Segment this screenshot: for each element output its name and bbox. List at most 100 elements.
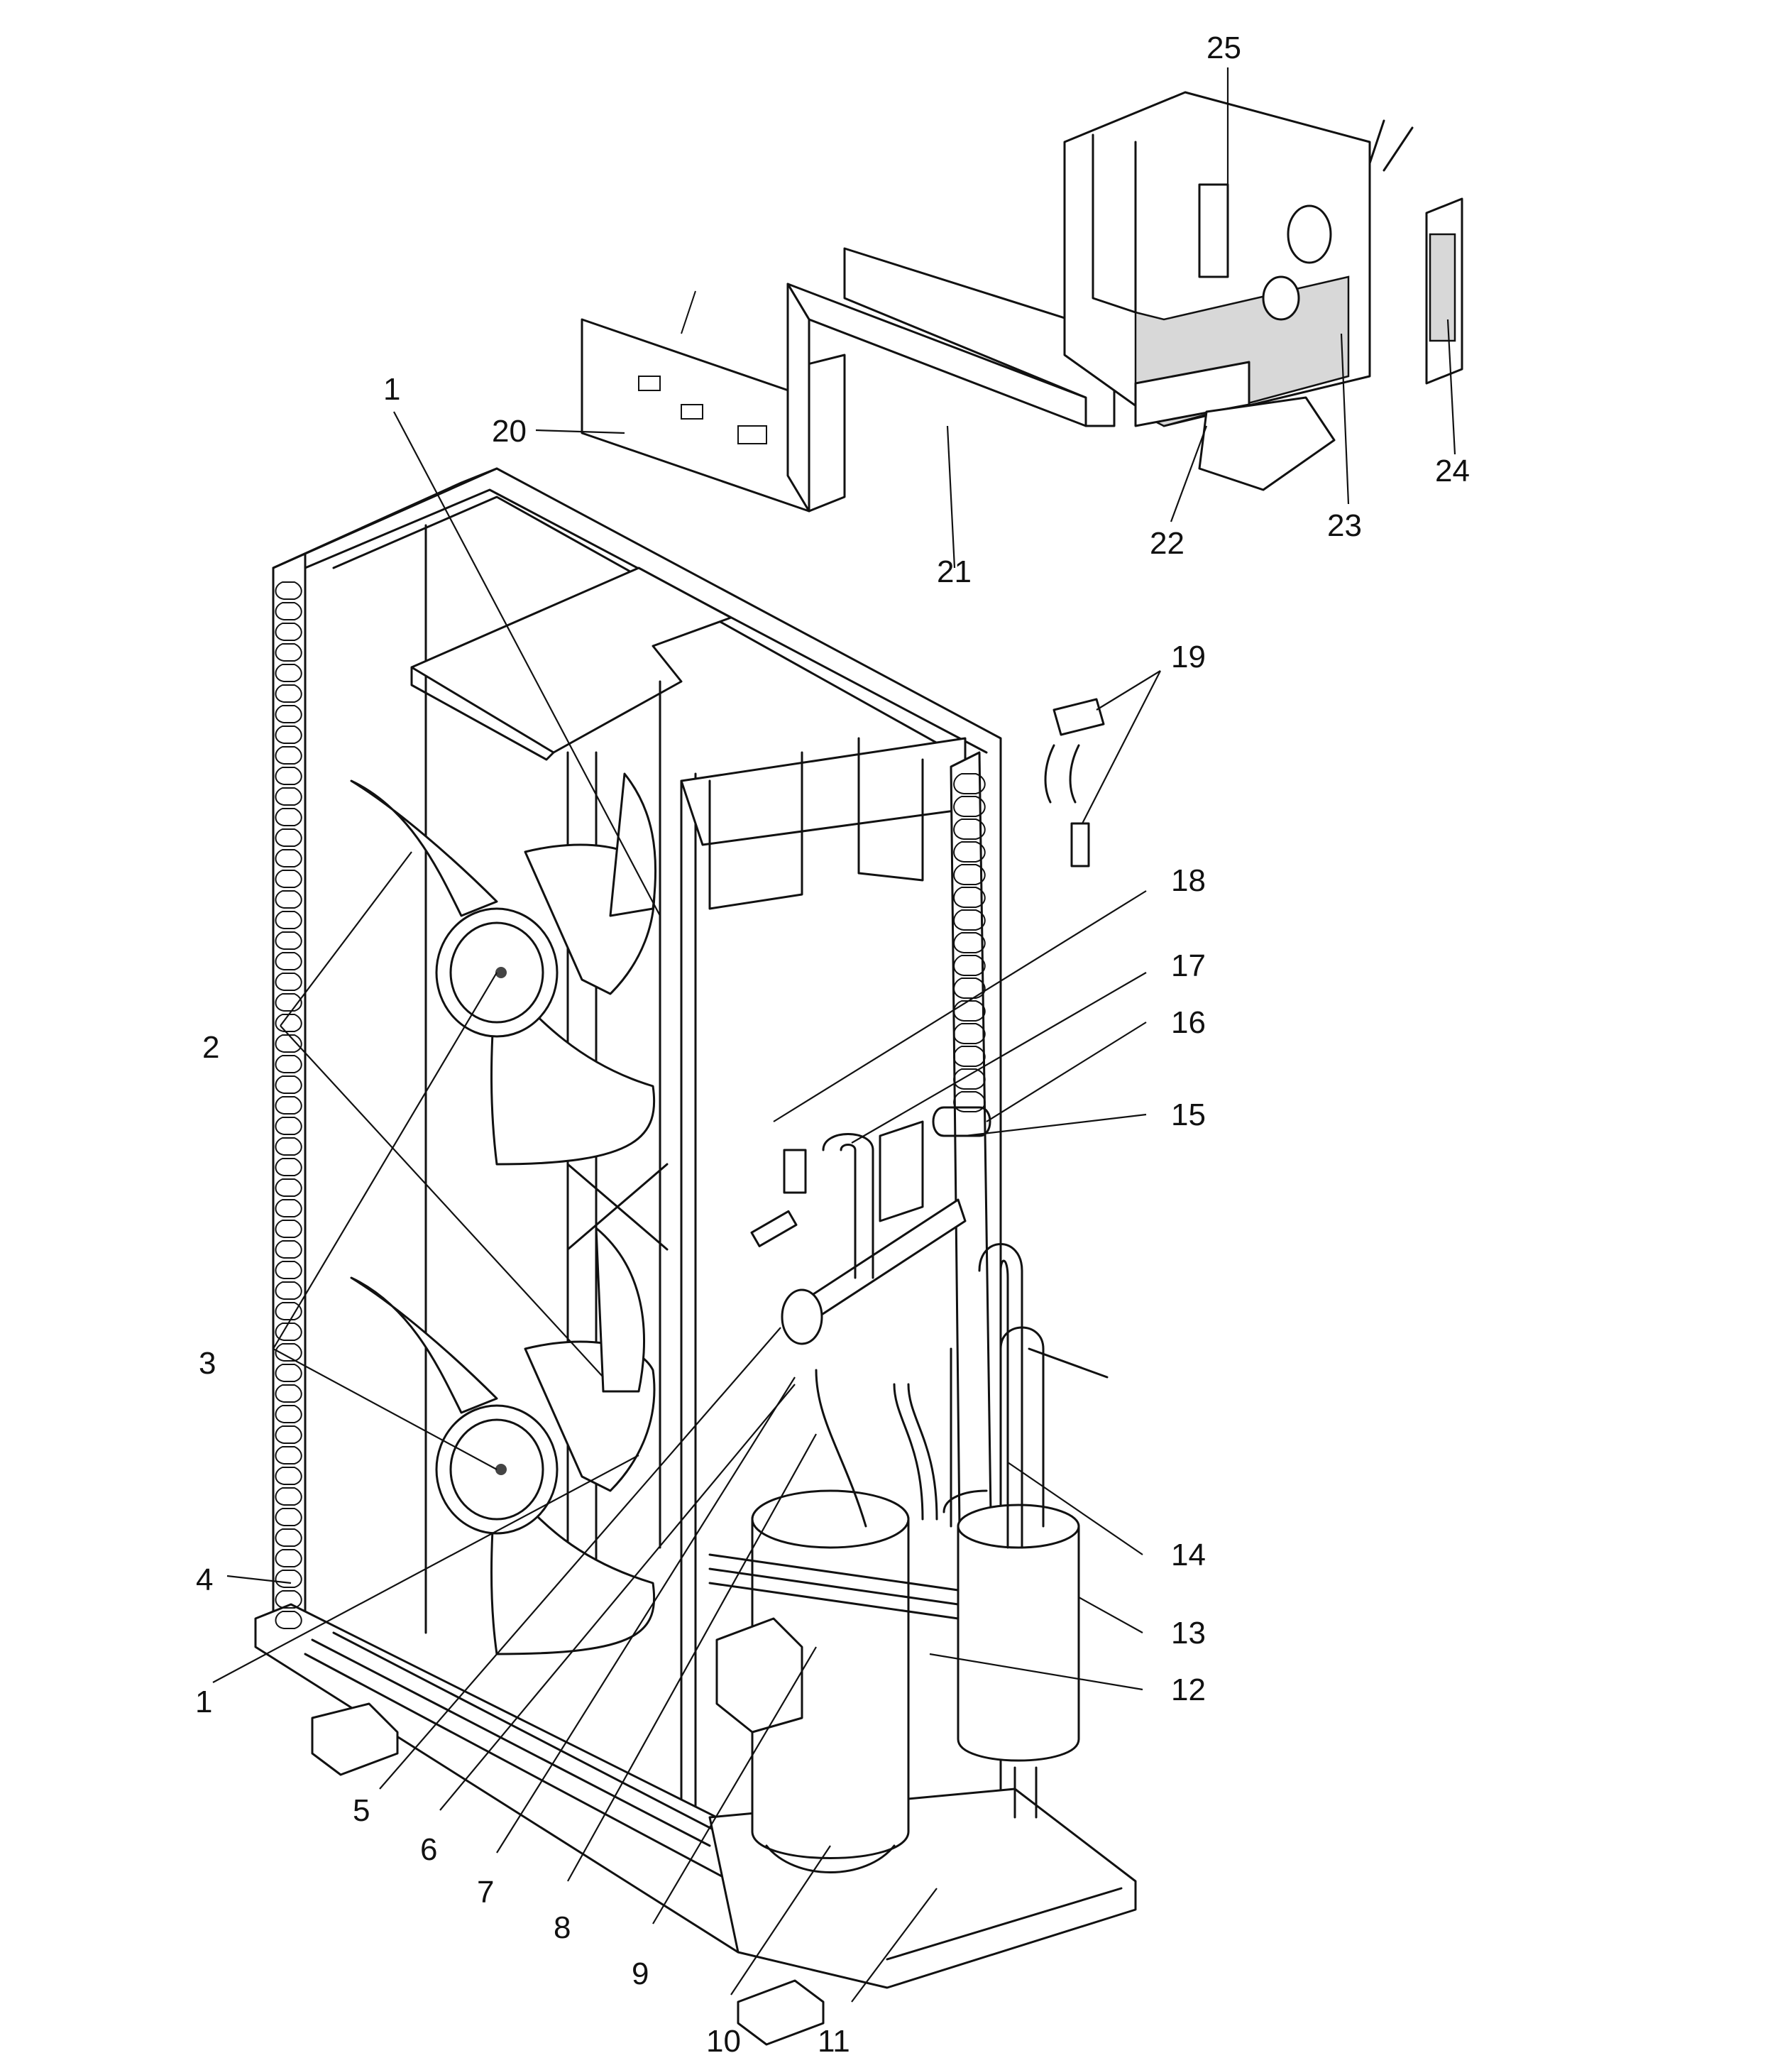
expansion-valve — [750, 1106, 991, 1247]
four-way-valve — [781, 1120, 967, 1345]
coil-tube-bend — [275, 931, 302, 950]
callout-3: 3 — [199, 1346, 216, 1381]
coil-tube-bend — [953, 864, 986, 885]
coil-tube-bend — [953, 1000, 986, 1022]
compressor — [715, 1489, 910, 1873]
coil-tube-bend — [275, 1034, 302, 1053]
coil-tube-bend — [953, 978, 986, 999]
coil-tube-bend — [275, 1014, 302, 1032]
callout-4: 4 — [196, 1562, 213, 1597]
coil-tube-bend — [275, 746, 302, 765]
upper-propeller-fan — [350, 772, 657, 1166]
coil-tube-bend — [275, 1178, 302, 1197]
coil-tube-bend — [275, 1425, 302, 1444]
lower-propeller-fan — [350, 1227, 656, 1655]
callout-22: 22 — [1150, 526, 1184, 561]
electrical-box-22-23-25 — [1063, 91, 1414, 491]
coil-tube-bend — [275, 911, 302, 929]
callout-9: 9 — [632, 1956, 649, 1991]
callout-18: 18 — [1171, 863, 1206, 898]
callout-1b: 1 — [195, 1685, 212, 1719]
coil-tube-bend — [275, 1405, 302, 1423]
callout-5: 5 — [353, 1793, 370, 1828]
coil-tube-bend — [953, 1091, 986, 1112]
coil-tube-bend — [953, 1068, 986, 1090]
accumulator — [957, 1504, 1080, 1819]
callout-21: 21 — [937, 554, 972, 589]
coil-tube-bend — [275, 1364, 302, 1382]
coil-tube-bend — [275, 787, 302, 806]
reactor-24 — [1425, 197, 1463, 385]
coil-tube-bend — [275, 1137, 302, 1156]
coil-tube-bend — [953, 887, 986, 908]
leader-lines — [212, 67, 1456, 2003]
coil-tube-bend — [275, 1323, 302, 1341]
coil-tube-bend — [275, 1487, 302, 1506]
coil-tube-bend — [275, 1055, 302, 1073]
callout-25: 25 — [1206, 31, 1241, 65]
callout-1a: 1 — [383, 372, 400, 407]
drain-parts — [1044, 698, 1105, 867]
control-box-cover-21 — [786, 247, 1116, 513]
callout-14: 14 — [1171, 1538, 1206, 1572]
coil-tube-bend — [275, 993, 302, 1012]
coil-tube-bend — [275, 890, 302, 909]
callout-12: 12 — [1171, 1672, 1206, 1707]
coil-tube-bend — [275, 1220, 302, 1238]
coil-tube-bend — [275, 664, 302, 682]
callout-17: 17 — [1171, 948, 1206, 983]
coil-tube-bend — [953, 773, 986, 794]
coil-tube-bend — [275, 1199, 302, 1217]
coil-tube-bend — [275, 828, 302, 847]
coil-tube-bend — [953, 1023, 986, 1044]
coil-tube-bend — [953, 819, 986, 840]
coil-tube-bend — [275, 1261, 302, 1279]
coil-tube-bend — [275, 726, 302, 744]
coil-tube-bend — [275, 1117, 302, 1135]
callout-24: 24 — [1435, 454, 1470, 488]
coil-tube-bend — [275, 1384, 302, 1403]
coil-tube-bend — [275, 767, 302, 785]
coil-tube-bend — [275, 1611, 302, 1629]
coil-tube-bend — [275, 1281, 302, 1300]
coil-tube-bend — [275, 1158, 302, 1176]
cabinet-frame — [254, 467, 1137, 2046]
callout-19: 19 — [1171, 640, 1206, 674]
coil-tube-bend — [275, 973, 302, 991]
coil-tube-bend — [275, 581, 302, 600]
coil-tube-bend — [275, 1528, 302, 1547]
coil-tube-bend — [953, 955, 986, 976]
coil-tube-bend — [275, 1075, 302, 1094]
callout-15: 15 — [1171, 1097, 1206, 1132]
coil-tube-bend — [275, 1590, 302, 1609]
coil-tube-bend — [953, 796, 986, 817]
coil-tube-bend — [275, 684, 302, 703]
callout-6: 6 — [420, 1832, 437, 1867]
callout-labels: 1 1 2 3 4 5 6 7 8 9 10 11 12 13 14 15 16… — [195, 31, 1470, 2053]
coil-tube-bend — [275, 870, 302, 888]
right-coil-tubes — [953, 773, 986, 1112]
coil-tube-bend — [275, 705, 302, 723]
callout-11: 11 — [818, 2024, 850, 2053]
callout-20: 20 — [492, 414, 527, 449]
coil-tube-bend — [275, 1508, 302, 1526]
coil-tube-bend — [275, 849, 302, 867]
callout-16: 16 — [1171, 1005, 1206, 1040]
coil-tube-bend — [953, 841, 986, 863]
coil-tube-bend — [275, 1570, 302, 1588]
coil-tube-bend — [275, 808, 302, 826]
callout-8: 8 — [554, 1910, 571, 1945]
coil-tube-bend — [275, 1549, 302, 1567]
coil-tube-bend — [953, 909, 986, 931]
callout-23: 23 — [1327, 508, 1362, 543]
coil-tube-bend — [275, 1240, 302, 1259]
coil-tube-bend — [953, 932, 986, 953]
coil-tube-bend — [953, 1046, 986, 1067]
coil-tube-bend — [275, 623, 302, 641]
refrigerant-piping — [708, 1133, 1109, 1620]
callout-13: 13 — [1171, 1616, 1206, 1650]
coil-tube-bend — [275, 643, 302, 662]
coil-tube-bend — [275, 1096, 302, 1115]
